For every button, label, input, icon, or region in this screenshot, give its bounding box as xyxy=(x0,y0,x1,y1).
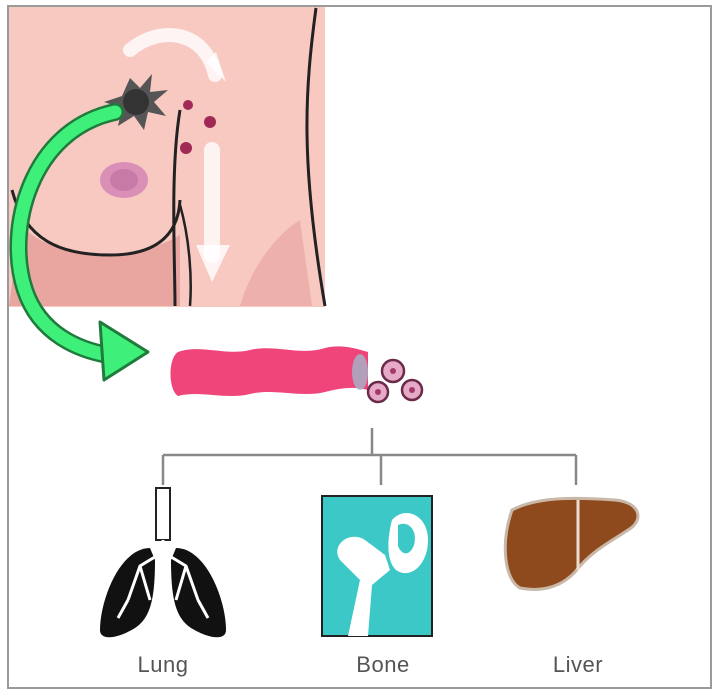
blood-vessel-icon xyxy=(171,346,369,396)
label-bone: Bone xyxy=(313,652,453,678)
label-lung: Lung xyxy=(93,652,233,678)
label-liver: Liver xyxy=(508,652,648,678)
bone-icon xyxy=(322,496,432,636)
